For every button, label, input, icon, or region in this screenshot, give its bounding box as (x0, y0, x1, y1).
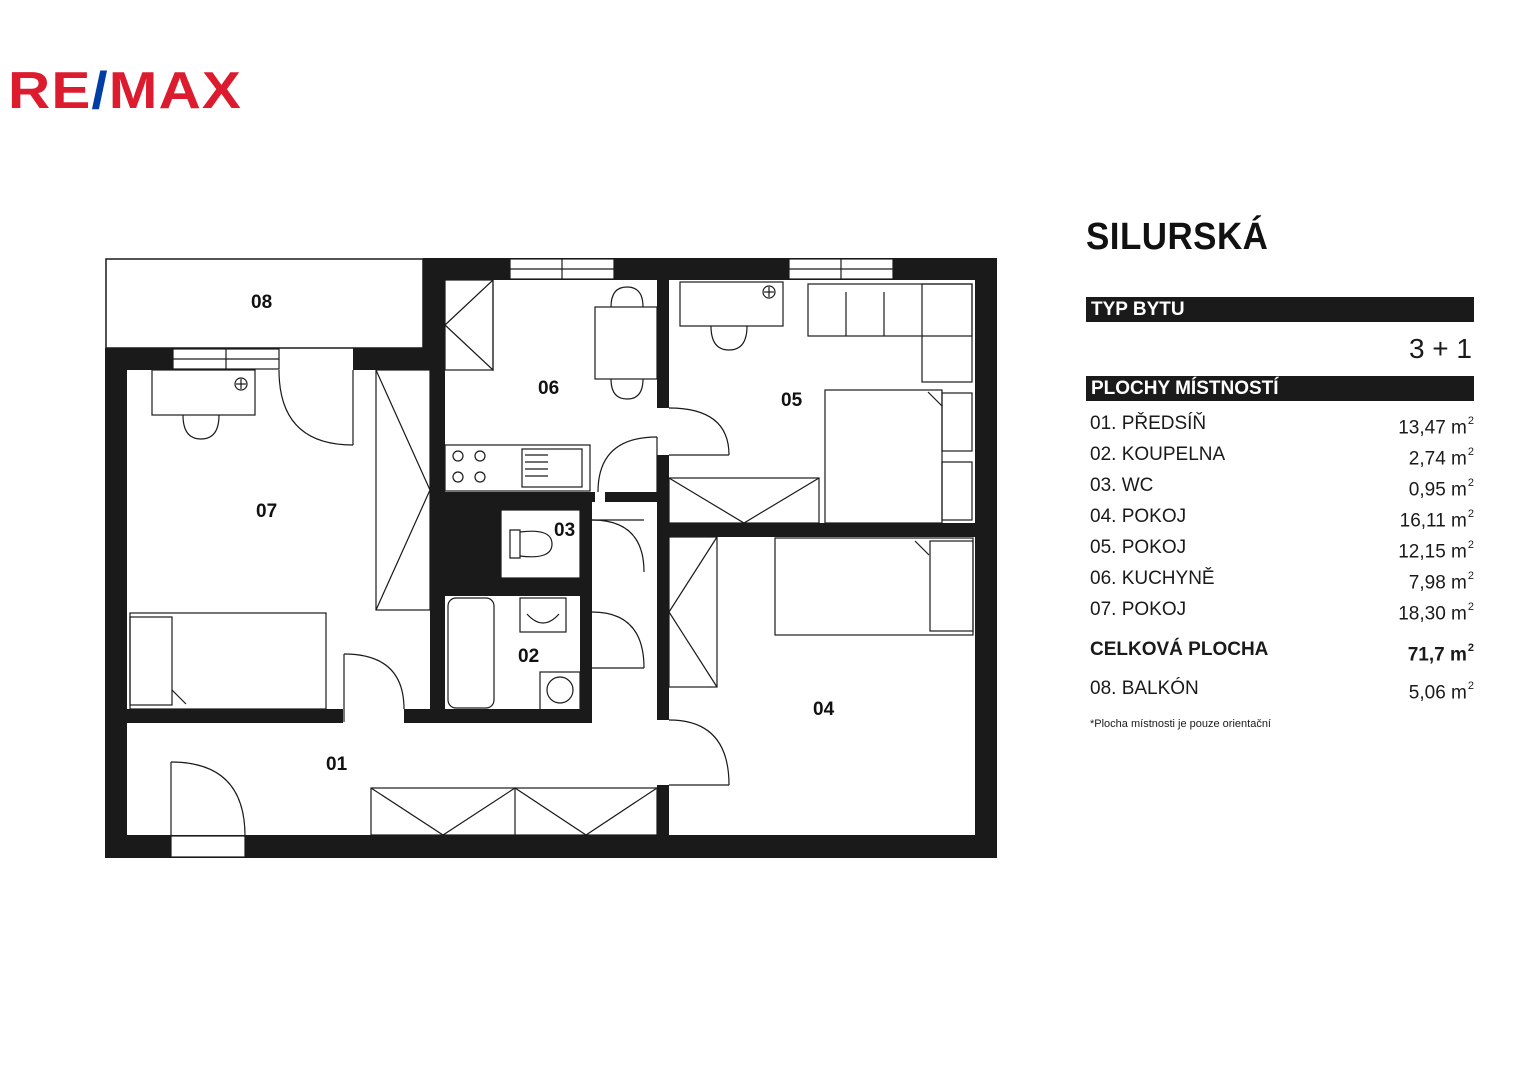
room-area-row: 05. POKOJ 12,15 m2 (1086, 532, 1478, 563)
room-labels: 01 02 03 04 05 06 07 08 (251, 292, 835, 775)
room-label-02: 02 (518, 646, 539, 667)
windows (170, 258, 894, 858)
room-area-row: 03. WC 0,95 m2 (1086, 470, 1478, 501)
room-label-08: 08 (251, 292, 272, 313)
type-value: 3 + 1 (1408, 333, 1472, 364)
info-panel: SILURSKÁ TYP BYTU 3 + 1 PLOCHY MÍSTNOSTÍ… (1086, 216, 1478, 730)
room-name: 06. KUCHYNĚ (1090, 568, 1215, 589)
room-label-03: 03 (554, 520, 575, 541)
room-area: 18,30 m2 (1398, 601, 1474, 625)
remax-logo: RE/MAX (8, 62, 248, 121)
furniture (129, 278, 974, 837)
room-area: 0,95 m2 (1408, 477, 1474, 501)
room-label-04: 04 (813, 699, 835, 720)
room-area-row: 04. POKOJ 16,11 m2 (1086, 501, 1478, 532)
room-area-row: 01. PŘEDSÍŇ 13,47 m2 (1086, 408, 1478, 439)
room-name: 05. POKOJ (1090, 537, 1187, 558)
room-area: 16,11 m2 (1399, 508, 1474, 532)
room-label-05: 05 (781, 390, 803, 411)
balcony-value: 5,06 m2 (1408, 680, 1474, 704)
apartment-title: SILURSKÁ (1086, 216, 1269, 258)
room-label-01: 01 (326, 754, 348, 775)
total-area-label: CELKOVÁ PLOCHA (1090, 639, 1269, 660)
room-area: 12,15 m2 (1398, 539, 1474, 563)
areas-heading: PLOCHY MÍSTNOSTÍ (1086, 376, 1474, 401)
room-name: 07. POKOJ (1090, 599, 1187, 620)
total-area-row: CELKOVÁ PLOCHA 71,7 m2 (1086, 633, 1478, 667)
balcony-label: 08. BALKÓN (1090, 678, 1199, 699)
disclaimer-note: *Plocha místnosti je pouze orientační (1090, 718, 1271, 730)
room-label-07: 07 (256, 501, 277, 522)
room-area: 7,98 m2 (1408, 570, 1474, 594)
room-area: 13,47 m2 (1398, 415, 1474, 439)
room-area: 2,74 m2 (1408, 446, 1474, 470)
room-name: 03. WC (1090, 475, 1154, 496)
balcony-outline (105, 258, 424, 349)
type-heading: TYP BYTU (1086, 297, 1474, 322)
balcony-row: 08. BALKÓN 5,06 m2 (1086, 673, 1478, 704)
room-area-row: 02. KOUPELNA 2,74 m2 (1086, 439, 1478, 470)
room-area-row: 07. POKOJ 18,30 m2 (1086, 594, 1478, 625)
room-area-row: 06. KUCHYNĚ 7,98 m2 (1086, 563, 1478, 594)
room-label-06: 06 (538, 378, 559, 399)
room-name: 02. KOUPELNA (1090, 444, 1226, 465)
total-area-value: 71,7 m2 (1407, 642, 1474, 666)
room-name: 04. POKOJ (1090, 506, 1187, 527)
logo-text: RE/MAX (8, 64, 242, 116)
room-name: 01. PŘEDSÍŇ (1090, 413, 1207, 434)
